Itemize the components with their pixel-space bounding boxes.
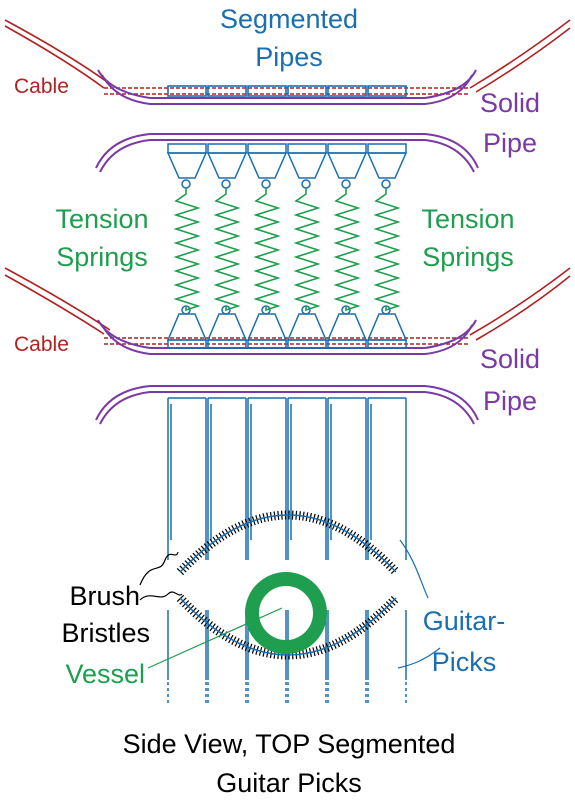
tension-springs-label-left-line2: Springs <box>56 242 148 272</box>
segmented-pipes-label-line1: Segmented <box>220 4 358 34</box>
brush-bristles-label-line1: Brush <box>69 581 140 611</box>
brush-bristles-label-line2: Bristles <box>61 618 150 648</box>
solid-pipe-mid <box>95 385 479 425</box>
spring <box>373 188 401 312</box>
brush-bristles <box>176 510 400 660</box>
solid-pipe-top-upper <box>97 69 477 105</box>
cable-mid <box>4 267 571 345</box>
tension-springs-label-right-line2: Springs <box>422 242 514 272</box>
solid-pipe-top <box>95 133 479 173</box>
guitar-picks-label-line2: Picks <box>432 647 497 677</box>
spring <box>213 188 241 312</box>
segmented-pipes-label-line2: Pipes <box>255 42 323 72</box>
vessel-label: Vessel <box>65 659 145 689</box>
spring-blocks <box>166 143 408 349</box>
solid-pipe-mid-upper <box>97 319 477 355</box>
vessel <box>245 572 327 654</box>
leader-lines <box>139 539 441 669</box>
guitar-pick <box>167 397 207 705</box>
spring-block <box>166 143 208 349</box>
guitar-pick <box>247 397 287 705</box>
cable-label-mid: Cable <box>14 333 69 356</box>
solid-pipe-label-mid-line1: Solid <box>480 344 540 374</box>
guitar-pick <box>367 397 407 705</box>
solid-pipe-label-top-line1: Solid <box>480 88 540 118</box>
solid-pipe-label-top-line2: Pipe <box>483 128 537 158</box>
spring-block <box>326 143 368 349</box>
guitar-picks-label-line1: Guitar- <box>423 606 506 636</box>
tension-springs-label-right-line1: Tension <box>421 204 514 234</box>
guitar-picks <box>167 397 407 705</box>
spring <box>173 188 201 312</box>
cable-top <box>4 19 571 95</box>
segmented-pipes <box>167 85 407 97</box>
solid-pipe-label-mid-line2: Pipe <box>483 386 537 416</box>
tension-springs-label-left-line1: Tension <box>55 204 148 234</box>
spring <box>253 188 281 312</box>
caption-line2: Guitar Picks <box>216 768 362 798</box>
guitar-pick <box>207 397 247 705</box>
spring <box>293 188 321 312</box>
tension-springs <box>173 188 401 312</box>
guitar-pick <box>287 397 327 705</box>
cable-label-top: Cable <box>14 75 69 98</box>
spring <box>333 188 361 312</box>
spring-block <box>366 143 408 349</box>
caption-line1: Side View, TOP Segmented <box>123 729 456 759</box>
guitar-pick <box>327 397 367 705</box>
